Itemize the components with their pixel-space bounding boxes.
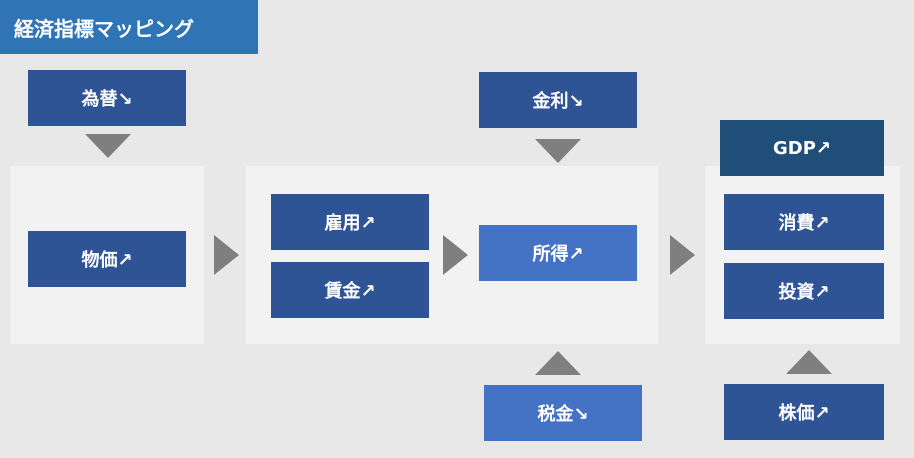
node-gdp: GDP↗ [720, 120, 884, 176]
arrow-right-icon [670, 235, 695, 275]
diagram-title: 経済指標マッピング [0, 0, 258, 54]
arrow-up-icon [786, 350, 832, 374]
arrow-right-icon [214, 235, 239, 275]
node-wages: 賃金↗ [271, 262, 429, 318]
arrow-right-icon [443, 235, 468, 275]
node-taxes: 税金↘ [484, 385, 642, 441]
arrow-down-icon [535, 139, 581, 163]
arrow-down-icon [85, 134, 131, 158]
node-stock-price: 株価↗ [724, 384, 884, 440]
node-investment: 投資↗ [724, 263, 884, 319]
node-consumption: 消費↗ [724, 194, 884, 250]
node-exchange-rate: 為替↘ [28, 70, 186, 126]
node-employment: 雇用↗ [271, 194, 429, 250]
node-income: 所得↗ [479, 225, 637, 281]
node-prices: 物価↗ [28, 231, 186, 287]
node-interest-rate: 金利↘ [479, 72, 637, 128]
arrow-up-icon [535, 351, 581, 375]
